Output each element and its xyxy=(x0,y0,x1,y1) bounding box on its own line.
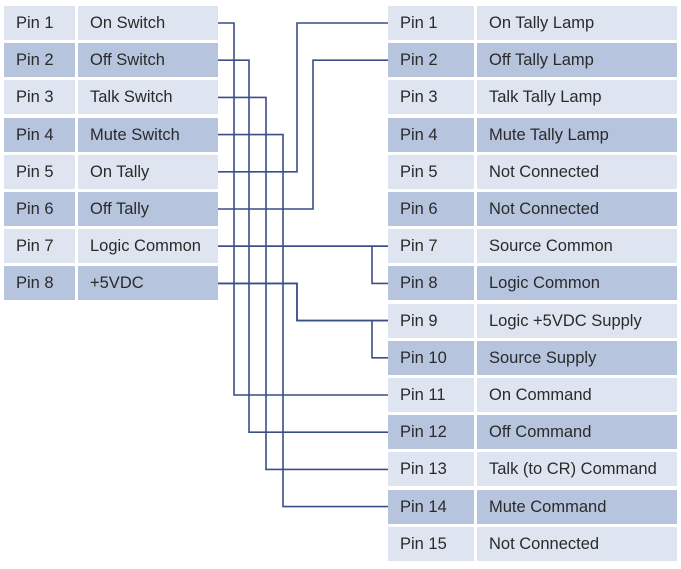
right-pin-function: Not Connected xyxy=(477,192,677,226)
right-pin-function: On Command xyxy=(477,378,677,412)
wire-left-6-to-right-2 xyxy=(218,59,388,210)
right-pin-label: Pin 10 xyxy=(388,340,474,375)
right-pin-function: Mute Tally Lamp xyxy=(477,117,677,152)
left-pin-label: Pin 1 xyxy=(4,6,75,40)
left-pin-function: Logic Common xyxy=(78,229,218,264)
right-pin-label: Pin 14 xyxy=(388,489,474,524)
left-pin-function: On Switch xyxy=(78,6,218,40)
left-pin-function: On Tally xyxy=(78,154,218,189)
left-pin-label: Pin 3 xyxy=(4,80,75,115)
right-pin-label: Pin 12 xyxy=(388,415,474,450)
right-pin-function: Not Connected xyxy=(477,154,677,189)
right-pin-function: Source Common xyxy=(477,229,677,264)
right-pin-function: Talk (to CR) Command xyxy=(477,452,677,487)
right-pin-label: Pin 1 xyxy=(388,6,474,40)
left-pin-label: Pin 8 xyxy=(4,266,75,301)
right-pin-function: Logic Common xyxy=(477,266,677,301)
right-pin-function: On Tally Lamp xyxy=(477,6,677,40)
right-pin-function: Off Command xyxy=(477,415,677,450)
right-pin-label: Pin 3 xyxy=(388,80,474,115)
left-pin-label: Pin 6 xyxy=(4,192,75,226)
wire-left-8-to-right-9 xyxy=(218,282,388,322)
left-pin-label: Pin 7 xyxy=(4,229,75,264)
wire-left-4-to-right-14 xyxy=(218,133,388,508)
right-pin-label: Pin 5 xyxy=(388,154,474,189)
wire-left-8-to-right-10 xyxy=(218,282,388,359)
right-pin-function: Off Tally Lamp xyxy=(477,43,677,78)
left-pin-label: Pin 5 xyxy=(4,154,75,189)
right-pin-label: Pin 11 xyxy=(388,378,474,412)
right-pin-label: Pin 15 xyxy=(388,526,474,561)
left-pin-function: Off Switch xyxy=(78,43,218,78)
right-pin-function: Talk Tally Lamp xyxy=(477,80,677,115)
left-pin-function: +5VDC xyxy=(78,266,218,301)
right-pin-label: Pin 7 xyxy=(388,229,474,264)
right-pin-label: Pin 9 xyxy=(388,303,474,338)
left-pin-label: Pin 2 xyxy=(4,43,75,78)
wire-left-7-to-right-8 xyxy=(218,245,388,285)
left-pin-function: Talk Switch xyxy=(78,80,218,115)
right-pin-label: Pin 6 xyxy=(388,192,474,226)
right-pin-function: Logic +5VDC Supply xyxy=(477,303,677,338)
right-pin-function: Source Supply xyxy=(477,340,677,375)
right-pin-label: Pin 2 xyxy=(388,43,474,78)
right-pin-label: Pin 8 xyxy=(388,266,474,301)
right-pin-function: Not Connected xyxy=(477,526,677,561)
right-pin-function: Mute Command xyxy=(477,489,677,524)
right-pin-label: Pin 13 xyxy=(388,452,474,487)
left-pin-function: Mute Switch xyxy=(78,117,218,152)
wire-left-5-to-right-1 xyxy=(218,22,388,173)
left-pin-function: Off Tally xyxy=(78,192,218,226)
right-pin-label: Pin 4 xyxy=(388,117,474,152)
left-pin-label: Pin 4 xyxy=(4,117,75,152)
